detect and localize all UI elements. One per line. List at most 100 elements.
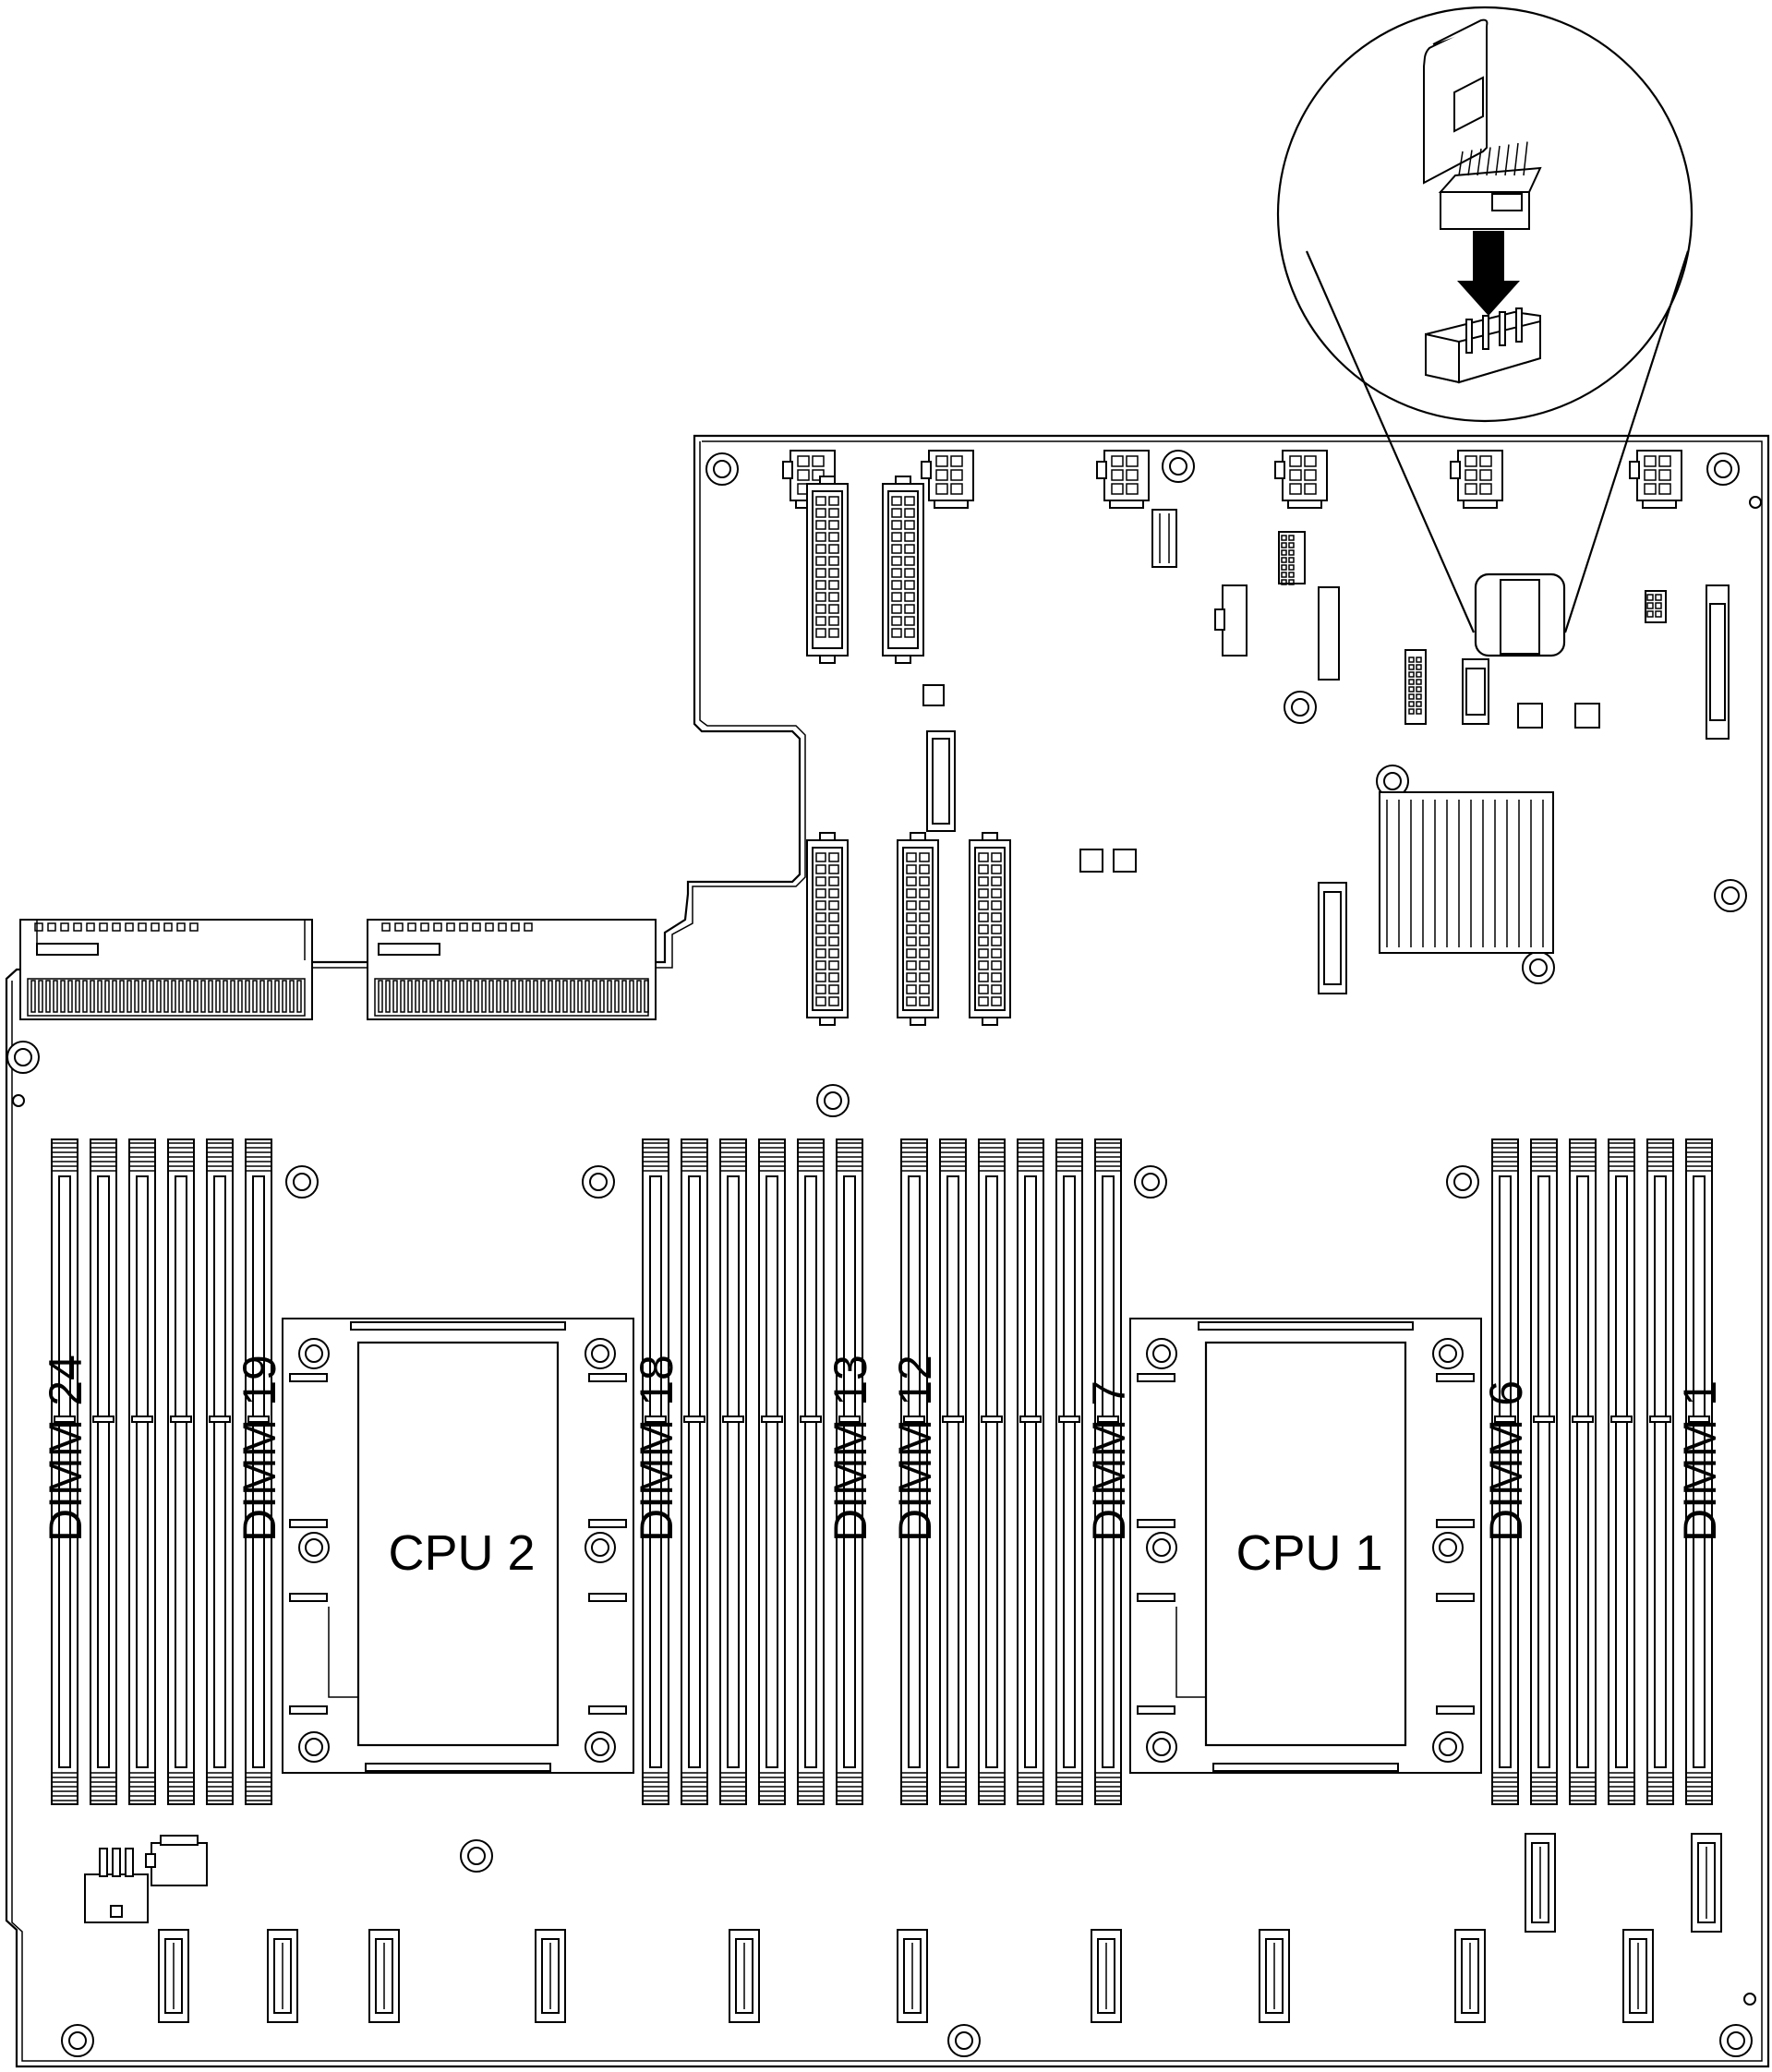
riser-pin [163,980,169,1013]
riser-pin [90,980,95,1013]
riser-pin [437,980,442,1013]
heatsink-screw [1432,1532,1464,1563]
mounting-hole [6,1041,40,1074]
riser-pin [548,980,553,1013]
socket-pin [1465,319,1473,354]
riser-pin [488,980,494,1013]
mounting-hole [1743,1993,1756,2006]
header-pin [1288,579,1295,585]
header-pin [1646,610,1654,618]
riser-pin [149,980,154,1013]
riser-pin [474,980,479,1013]
riser-pin [644,980,649,1013]
riser-pin [112,980,117,1013]
socket-pin [1499,311,1506,346]
power-connector-2x4 [1096,450,1150,509]
header-pin [1408,664,1415,670]
dimm-slot [1530,1138,1558,1805]
heatsink-screw [585,1731,616,1763]
riser-key [394,922,404,932]
riser-pin [540,980,546,1013]
riser-pin [38,980,43,1013]
dimm-13-label: DIMM 13 [825,1355,876,1542]
header-pin [1408,679,1415,685]
header-pin [1416,708,1422,715]
riser-pin [392,980,398,1013]
power-connector-2x4 [1629,450,1682,509]
mounting-hole [1714,879,1747,912]
slimline-connector [368,1929,400,2023]
dimm-18-label: DIMM 18 [631,1355,682,1542]
board-header-connector [882,476,924,664]
dimm-slot [939,1138,967,1805]
tpm-pin [1504,144,1510,176]
mounting-hole [1706,452,1740,486]
header-pin [1281,549,1287,556]
riser-pin [511,980,516,1013]
dimm-24-label: DIMM 24 [40,1355,91,1542]
riser-pin [429,980,435,1013]
dimm-slot [1055,1138,1083,1805]
slimline-connector [535,1929,566,2023]
riser-key [459,922,468,932]
riser-key [524,922,533,932]
riser-pin [570,980,575,1013]
riser-pin [614,980,620,1013]
riser-pin [577,980,583,1013]
riser-key [511,922,520,932]
dimm-slot [1608,1138,1635,1805]
riser-slot-right [367,919,657,1020]
riser-key [138,922,147,932]
dimm-slot [836,1138,863,1805]
mounting-hole [1134,1165,1167,1199]
riser-pin [444,980,450,1013]
mounting-hole [705,452,739,486]
dimm-slot [758,1138,786,1805]
riser-pin [518,980,524,1013]
riser-pin [636,980,642,1013]
riser-key [420,922,429,932]
header-pin [1655,610,1662,618]
mounting-holes [6,450,1762,2057]
mounting-hole [947,2024,981,2057]
magnifier-circle [1276,6,1694,423]
heatsink-screw [298,1338,330,1369]
dimm-1-label: DIMM 1 [1674,1380,1726,1542]
header-pin [1655,594,1662,601]
dimm-slot [51,1138,78,1805]
mounting-hole [460,1839,493,1873]
riser-key [73,922,82,932]
mounting-hole [61,2024,94,2057]
header-pin [1655,602,1662,609]
heatsink-screw [1146,1731,1177,1763]
riser-key [485,922,494,932]
dimm-slot [797,1138,825,1805]
riser-pin [30,980,36,1013]
header-pin [1408,671,1415,678]
dimm-slot [1685,1138,1713,1805]
riser-key [34,922,43,932]
header-pin [1408,701,1415,707]
mounting-hole [1162,450,1195,483]
header-pin [1288,572,1295,578]
header-pin [1288,564,1295,571]
header-pin [1281,579,1287,585]
header-pin [1416,664,1422,670]
riser-pin [503,980,509,1013]
riser-pin [452,980,457,1013]
riser-pin [245,980,250,1013]
mounting-hole [1719,2024,1753,2057]
riser-pin [555,980,561,1013]
riser-pin [289,980,295,1013]
heatsink-screw [1146,1338,1177,1369]
dimm-slot [245,1138,272,1805]
riser-pin [385,980,391,1013]
mounting-hole [1376,765,1409,798]
tpm-pin [1495,145,1501,176]
riser-pin [562,980,568,1013]
board-header-connector [897,832,939,1026]
board-header-connector [806,832,849,1026]
riser-pin [400,980,405,1013]
heatsink-screw [1432,1338,1464,1369]
